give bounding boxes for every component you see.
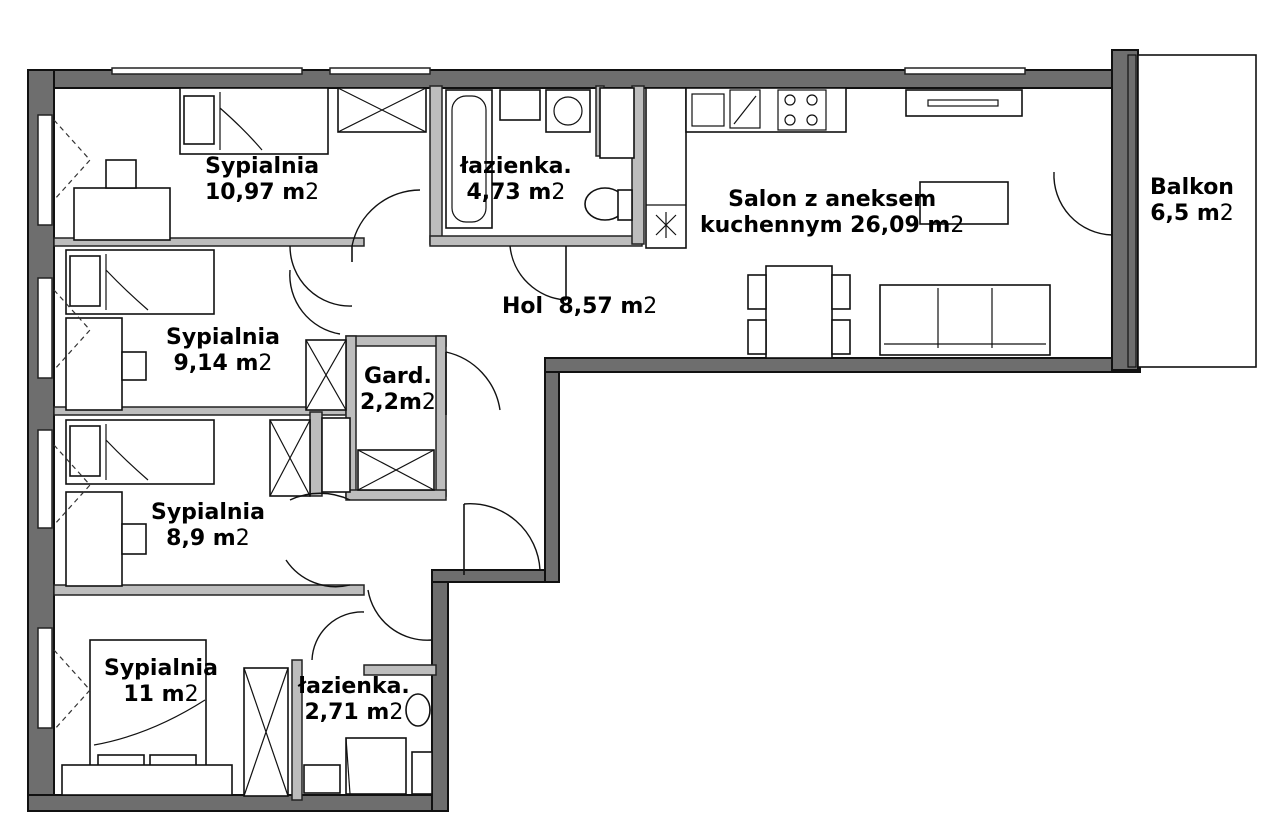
- bedroom2-furniture: [53, 249, 347, 411]
- bedroom3-furniture: [53, 419, 215, 587]
- wardrobe-fixtures: [269, 417, 435, 497]
- room-name: Hol: [502, 294, 544, 319]
- room-area: 4,73 m2: [466, 180, 566, 206]
- room-label-bedroom3: Sypialnia 8,9 m2: [151, 500, 265, 553]
- room-area: 8,57 m: [558, 294, 644, 319]
- room-area: 9,14 m2: [173, 351, 273, 377]
- room-label-balcony: Balkon 6,5 m2: [1150, 175, 1234, 228]
- bathroom1-fixtures: [445, 87, 635, 229]
- interior-walls: [53, 85, 645, 801]
- room-name: Sypialnia: [166, 325, 280, 350]
- room-label-salon: Salon z aneksem kuchennym 26,09 m2: [700, 187, 964, 240]
- room-name: łazienka.: [460, 154, 572, 179]
- room-area: 6,5 m2: [1150, 201, 1234, 227]
- room-label-bedroom2: Sypialnia 9,14 m2: [166, 325, 280, 378]
- room-label-wardrobe: Gard. 2,2m2: [360, 364, 436, 417]
- room-name: Salon z aneksem: [728, 187, 937, 212]
- room-name: Gard.: [364, 364, 432, 389]
- bedroom1-furniture: [53, 87, 427, 241]
- room-name: Balkon: [1150, 175, 1234, 200]
- room-area: 10,97 m2: [205, 180, 320, 206]
- room-name: łazienka.: [298, 674, 410, 699]
- balcony-area: [1127, 54, 1257, 368]
- windows-left: [37, 67, 1026, 729]
- room-area: 2,2m2: [360, 390, 436, 416]
- room-area: 11 m2: [123, 682, 199, 708]
- doors: [285, 171, 1113, 661]
- bathroom2-fixtures: [303, 693, 433, 795]
- room-name: Sypialnia: [151, 500, 265, 525]
- kitchen-fixtures: [645, 87, 1023, 249]
- room-label-hall: Hol 8,57 m2: [502, 294, 658, 319]
- room-label-bathroom1: łazienka. 4,73 m2: [460, 154, 572, 207]
- bedroom4-furniture: [53, 639, 289, 797]
- room-area: 2,71 m2: [304, 700, 404, 726]
- room-label-bathroom2: łazienka. 2,71 m2: [298, 674, 410, 727]
- room-area: 8,9 m2: [166, 526, 250, 552]
- salon-furniture: [747, 181, 1051, 359]
- room-area: kuchennym 26,09 m2: [700, 213, 965, 239]
- room-label-bedroom1: Sypialnia 10,97 m2: [205, 154, 319, 207]
- room-name: Sypialnia: [104, 656, 218, 681]
- room-name: Sypialnia: [205, 154, 320, 179]
- room-label-bedroom4: Sypialnia 11 m2: [104, 656, 218, 709]
